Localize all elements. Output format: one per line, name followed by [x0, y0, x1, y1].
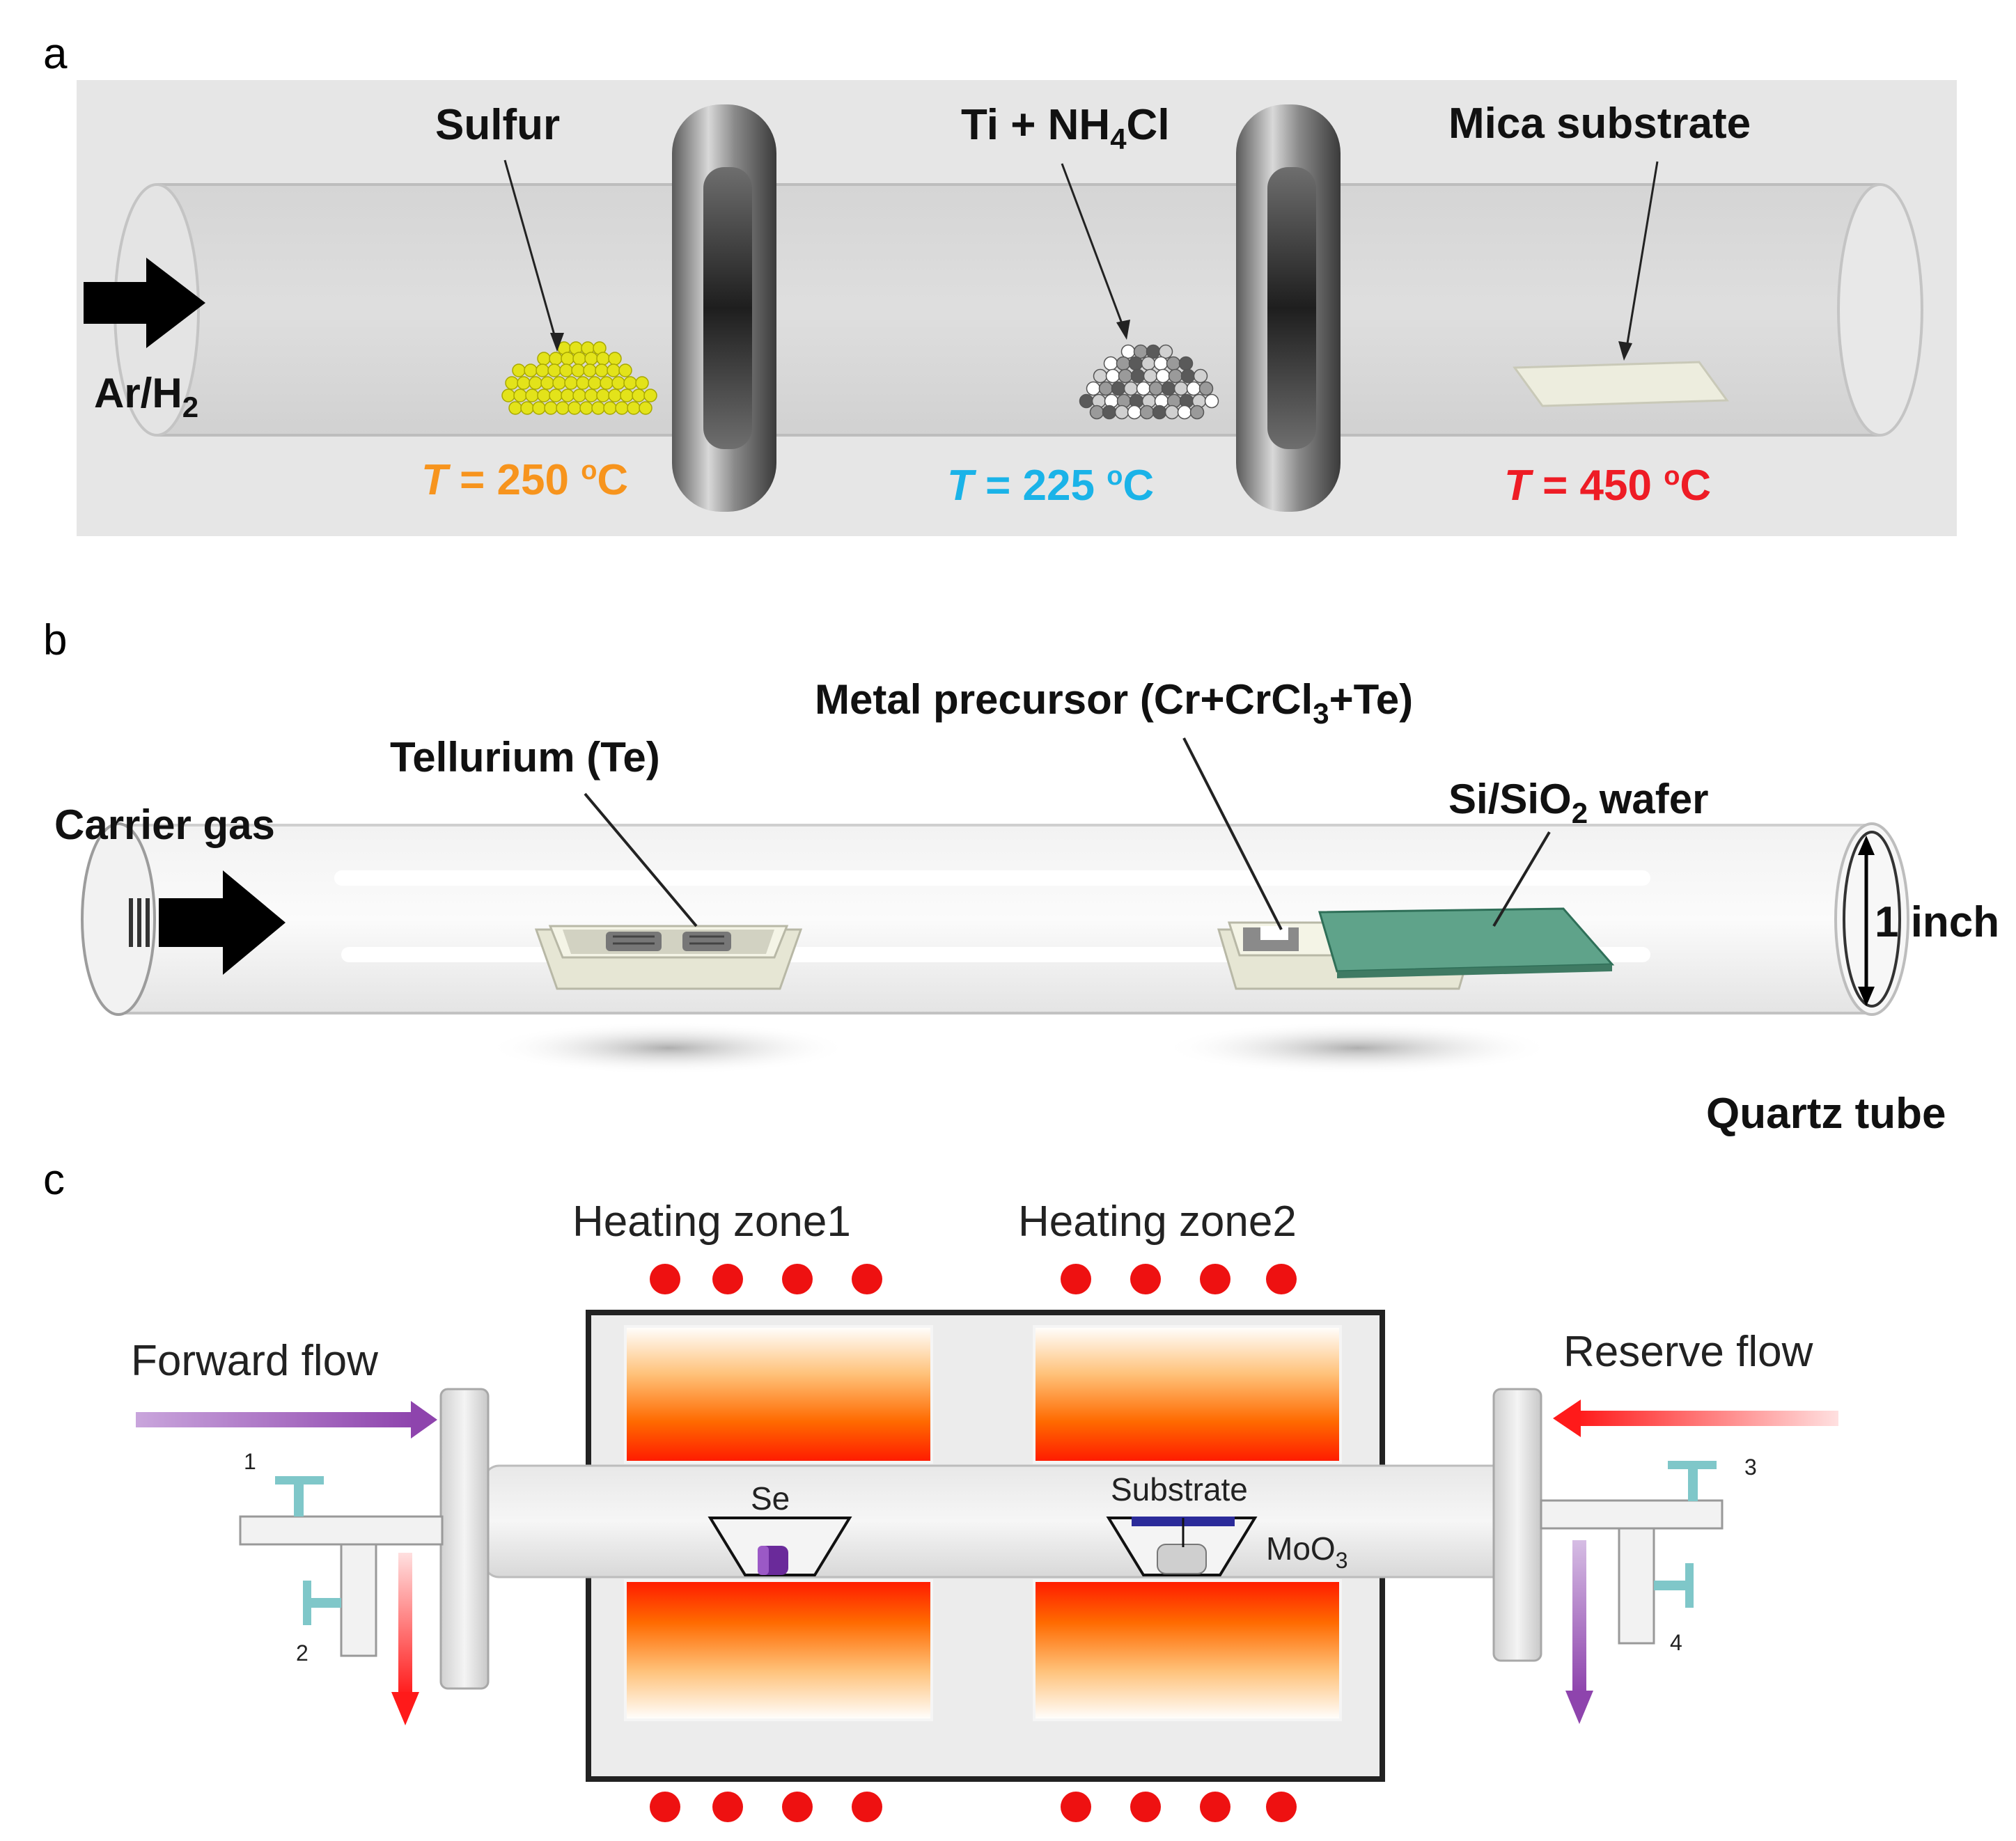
- heating-zone-1-label: Heating zone1: [572, 1198, 851, 1246]
- gas-inlet-arrow: [84, 258, 205, 348]
- heater-dot: [650, 1792, 680, 1822]
- heating-zone-2-label: Heating zone2: [1018, 1198, 1297, 1246]
- heater-dot: [782, 1264, 813, 1294]
- carrier-gas-arrow: [129, 870, 286, 975]
- quartz-tube-c: [483, 1464, 1509, 1578]
- moo3-boat: [1106, 1517, 1258, 1576]
- heater-dot: [852, 1792, 882, 1822]
- ti-nh4cl-pile: [1079, 344, 1219, 420]
- sulfur-label: Sulfur: [435, 101, 560, 149]
- heater-dots-top: [650, 1264, 1297, 1294]
- heater-dot: [852, 1264, 882, 1294]
- temperature-zone-2: T = 225 oC: [947, 462, 1154, 510]
- furnace-ring-1: [672, 104, 776, 512]
- heater-dot: [1130, 1264, 1161, 1294]
- heater-dot: [712, 1264, 743, 1294]
- metal-precursor-label: Metal precursor (Cr+CrCl3+Te): [815, 676, 1413, 730]
- reverse-flow-arrow: [1553, 1400, 1838, 1437]
- panel-a-letter: a: [43, 30, 68, 78]
- mica-substrate: [1513, 361, 1729, 407]
- mica-label: Mica substrate: [1448, 100, 1751, 148]
- se-boat: [708, 1517, 852, 1576]
- forward-flow-arrow: [136, 1401, 437, 1439]
- heater-dot: [782, 1792, 813, 1822]
- se-label: Se: [751, 1480, 790, 1517]
- gas-label: Ar/H2: [94, 370, 198, 423]
- wafer-label: Si/SiO2 wafer: [1448, 776, 1709, 829]
- heater-zone2-top: [1033, 1325, 1342, 1464]
- diameter-arrow: [1858, 836, 1875, 1006]
- heater-dot: [1266, 1792, 1297, 1822]
- furnace-ring-2: [1236, 104, 1341, 512]
- heater-dots-bottom: [650, 1792, 1297, 1822]
- panel-b: b Carrier gas: [43, 616, 1999, 1138]
- heater-dot: [650, 1264, 680, 1294]
- right-flange: [1492, 1388, 1542, 1662]
- heater-dot: [1130, 1792, 1161, 1822]
- substrate-label: Substrate: [1111, 1471, 1248, 1507]
- left-pipe-assembly: [239, 1476, 444, 1657]
- valve-3-label: 3: [1744, 1455, 1757, 1480]
- heater-dot: [1200, 1264, 1230, 1294]
- valve-4-label: 4: [1670, 1630, 1682, 1655]
- temperature-zone-3: T = 450 oC: [1504, 462, 1711, 510]
- moo3-label: MoO3: [1266, 1530, 1347, 1573]
- carrier-gas-label: Carrier gas: [54, 801, 275, 848]
- si-sio2-wafer: [1318, 907, 1615, 978]
- panel-a: a Ar/H2 Sulfur Ti + NH: [43, 30, 1957, 536]
- heater-dot: [1061, 1264, 1091, 1294]
- heater-dot: [1061, 1792, 1091, 1822]
- quartz-tube-label: Quartz tube: [1706, 1090, 1946, 1138]
- heater-dot: [712, 1792, 743, 1822]
- panel-b-letter: b: [43, 616, 67, 664]
- forward-flow-label: Forward flow: [131, 1337, 378, 1385]
- heater-zone2-bottom: [1033, 1579, 1342, 1721]
- quartz-tube-b: [81, 822, 1909, 1016]
- right-exhaust-arrow: [1565, 1540, 1593, 1724]
- diameter-label: 1 inch: [1875, 898, 1999, 946]
- tellurium-label: Tellurium (Te): [390, 734, 660, 781]
- sulfur-pile: [501, 341, 657, 415]
- tellurium-boat: [534, 925, 803, 990]
- heater-dot: [1266, 1264, 1297, 1294]
- temperature-zone-1: T = 250 oC: [421, 456, 628, 504]
- valve-2-label: 2: [296, 1640, 308, 1666]
- left-exhaust-arrow: [391, 1553, 419, 1725]
- heater-zone1-bottom: [624, 1579, 933, 1721]
- heater-zone1-top: [624, 1325, 933, 1464]
- panel-c-letter: c: [43, 1156, 65, 1204]
- right-pipe-assembly: [1540, 1461, 1724, 1645]
- ti-nh4cl-label: Ti + NH4Cl: [961, 101, 1170, 155]
- reverse-flow-label: Reserve flow: [1563, 1328, 1813, 1376]
- heater-dot: [1200, 1792, 1230, 1822]
- panel-c: c Heating zone1 Heating zone2 1 2: [43, 1156, 1838, 1822]
- valve-1-label: 1: [244, 1449, 256, 1474]
- left-flange: [439, 1388, 490, 1690]
